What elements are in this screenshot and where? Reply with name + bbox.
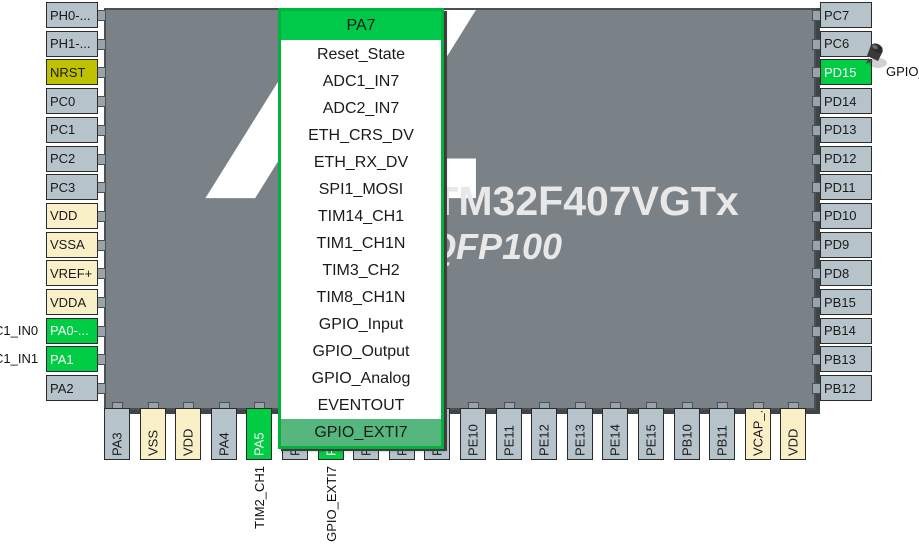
pin-vdd[interactable]: VDD [175, 408, 202, 460]
pin-pc6[interactable]: PC6 [820, 30, 872, 57]
pin-pb10[interactable]: PB10 [673, 408, 700, 460]
menu-item-gpio_exti7[interactable]: GPIO_EXTI7 [281, 419, 441, 446]
pin-pb13[interactable]: PB13 [820, 346, 872, 373]
pin-vssa[interactable]: VSSA [46, 231, 98, 258]
pin-pb15[interactable]: PB15 [820, 289, 872, 315]
pin-ph1[interactable]: PH1-... [46, 30, 98, 57]
pin-pe14[interactable]: PE14 [602, 408, 629, 460]
pin-ph0[interactable]: PH0-... [46, 2, 98, 28]
pin-pa3[interactable]: PA3 [104, 408, 130, 460]
menu-item-gpio_input[interactable]: GPIO_Input [281, 311, 441, 338]
signal-label-bottom-0: TIM2_CH1 [252, 466, 268, 529]
pushpin-icon[interactable] [862, 42, 892, 74]
pin-pe10[interactable]: PE10 [460, 408, 486, 460]
pin-pe13[interactable]: PE13 [566, 408, 593, 460]
pin-nrst[interactable]: NRST [46, 59, 98, 86]
pin-pe11[interactable]: PE11 [495, 408, 522, 460]
menu-item-eth_crs_dv[interactable]: ETH_CRS_DV [281, 122, 441, 149]
signal-label-bottom-1: GPIO_EXTI7 [323, 466, 339, 542]
pin-vref[interactable]: VREF+ [46, 260, 98, 287]
signal-label-left-1: C1_IN1 [0, 351, 39, 367]
pin-pb14[interactable]: PB14 [820, 317, 872, 344]
pin-pc2[interactable]: PC2 [46, 145, 98, 172]
menu-item-eth_rx_dv[interactable]: ETH_RX_DV [281, 149, 441, 176]
pin-pa5[interactable]: PA5 [246, 408, 273, 460]
pin-pd15[interactable]: PD15 [820, 59, 872, 86]
signal-label-right-0: GPIO_ [886, 64, 919, 80]
pin-pe15[interactable]: PE15 [638, 408, 664, 460]
pin-pd14[interactable]: PD14 [820, 88, 872, 115]
menu-item-reset_state[interactable]: Reset_State [281, 41, 441, 68]
pin-pa1[interactable]: PA1 [46, 346, 98, 373]
pin-vdda[interactable]: VDDA [46, 289, 98, 315]
menu-item-gpio_output[interactable]: GPIO_Output [281, 338, 441, 365]
menu-item-eventout[interactable]: EVENTOUT [281, 392, 441, 419]
pin-vcap[interactable]: VCAP_. [744, 408, 771, 460]
menu-item-spi1_mosi[interactable]: SPI1_MOSI [281, 176, 441, 203]
pin-pd12[interactable]: PD12 [820, 145, 872, 172]
pin-pd9[interactable]: PD9 [820, 231, 872, 258]
menu-item-adc1_in7[interactable]: ADC1_IN7 [281, 68, 441, 95]
signal-label-left-0: C1_IN0 [0, 322, 39, 338]
menu-header-pin-name: PA7 [281, 11, 441, 41]
pin-vss[interactable]: VSS [139, 408, 166, 460]
pin-pc1[interactable]: PC1 [46, 116, 98, 143]
pin-vdd[interactable]: VDD [780, 408, 807, 460]
pin-pd11[interactable]: PD11 [820, 174, 872, 201]
pin-pa0[interactable]: PA0-... [46, 317, 98, 344]
pin-pd8[interactable]: PD8 [820, 260, 872, 287]
menu-item-tim3_ch2[interactable]: TIM3_CH2 [281, 257, 441, 284]
pin-pe12[interactable]: PE12 [531, 408, 558, 460]
pin-pb12[interactable]: PB12 [820, 375, 872, 402]
pin-pa4[interactable]: PA4 [210, 408, 237, 460]
pin-vdd[interactable]: VDD [46, 202, 98, 229]
menu-item-tim1_ch1n[interactable]: TIM1_CH1N [281, 230, 441, 257]
menu-item-tim8_ch1n[interactable]: TIM8_CH1N [281, 284, 441, 311]
pin-pc0[interactable]: PC0 [46, 88, 98, 115]
menu-item-tim14_ch1[interactable]: TIM14_CH1 [281, 203, 441, 230]
pin-pd13[interactable]: PD13 [820, 116, 872, 143]
chip-package-name: LQFP100 [406, 226, 563, 267]
chip-label-group: STM32F407VGTx LQFP100 [406, 178, 806, 270]
pin-pd10[interactable]: PD10 [820, 202, 872, 229]
pin-pa2[interactable]: PA2 [46, 375, 98, 402]
pin-pc7[interactable]: PC7 [820, 2, 872, 28]
menu-item-adc2_in7[interactable]: ADC2_IN7 [281, 95, 441, 122]
chip-part-number: STM32F407VGTx [406, 178, 739, 224]
chip-body[interactable]: STM32F407VGTx LQFP100 [104, 8, 816, 410]
menu-item-gpio_analog[interactable]: GPIO_Analog [281, 365, 441, 392]
pin-pb11[interactable]: PB11 [709, 408, 736, 460]
pin-pc3[interactable]: PC3 [46, 174, 98, 201]
